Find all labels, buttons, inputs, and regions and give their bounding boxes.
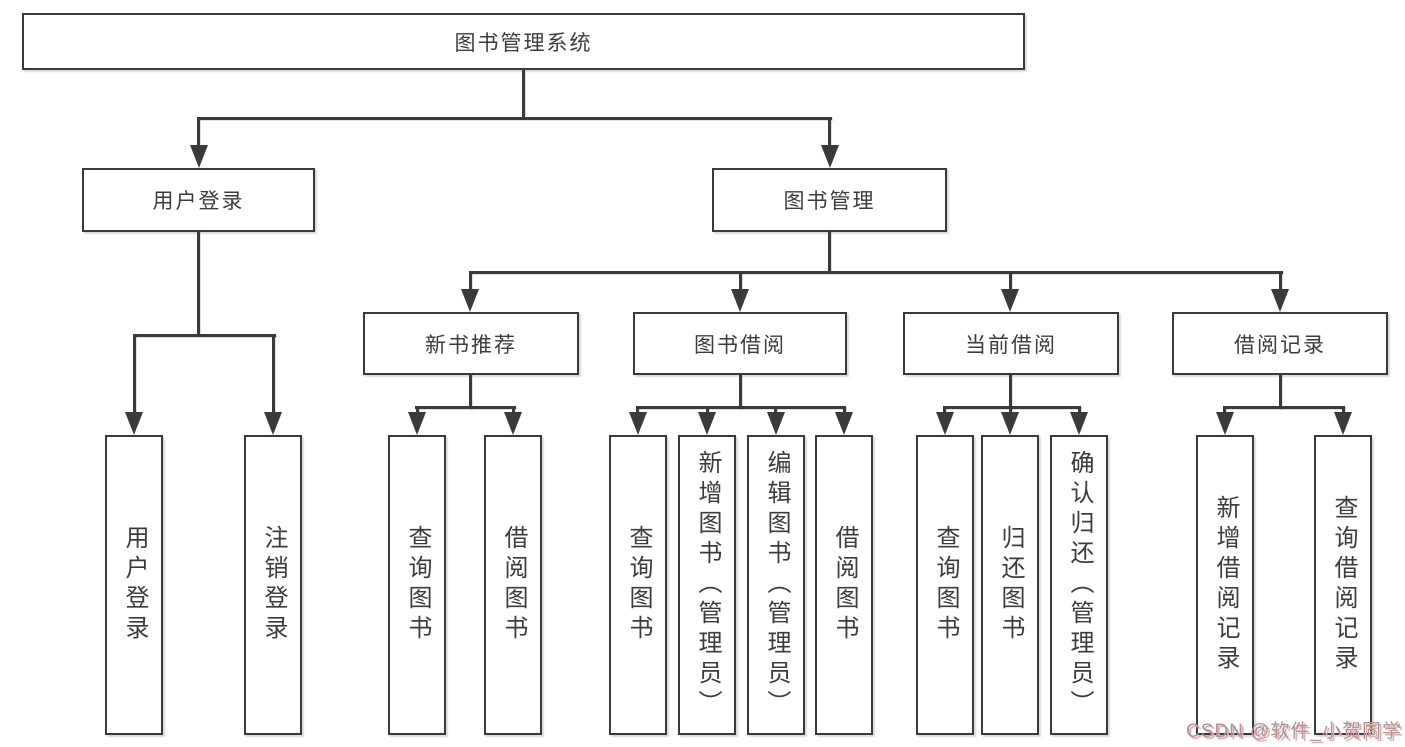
leaf-confirm-return-admin-label: 确认归还（管理员） xyxy=(1066,450,1093,720)
connector-stem xyxy=(522,70,525,119)
connector-branch xyxy=(636,406,846,409)
connector-stem xyxy=(197,230,200,336)
connector-drop xyxy=(706,406,709,416)
connector-stem xyxy=(739,373,742,409)
leaf-return-book: 归还图书 xyxy=(981,435,1039,735)
node-borrow-records: 借阅记录 xyxy=(1172,312,1388,375)
watermark: CSDN @软件_小贺同学 xyxy=(1186,721,1402,742)
connector-drop xyxy=(1279,271,1282,293)
connector-branch xyxy=(1223,406,1345,409)
leaf-query-books-recommend-label: 查询图书 xyxy=(404,525,431,645)
leaf-logout-label: 注销登录 xyxy=(260,525,287,645)
connector-drop xyxy=(1223,406,1226,416)
arrow-down-icon xyxy=(264,412,282,435)
arrow-down-icon xyxy=(504,412,522,435)
node-user-login-label: 用户登录 xyxy=(152,190,245,213)
connector-drop xyxy=(1078,406,1081,416)
connector-drop xyxy=(133,334,136,416)
leaf-query-borrow-record-label: 查询借阅记录 xyxy=(1330,495,1357,675)
node-book-management-label: 图书管理 xyxy=(783,190,876,213)
connector-drop xyxy=(272,334,275,416)
leaf-query-books-recommend: 查询图书 xyxy=(388,435,446,735)
connector-branch xyxy=(197,117,832,120)
connector-drop xyxy=(1009,406,1012,416)
connector-drop xyxy=(843,406,846,416)
leaf-query-books-borrow-label: 查询图书 xyxy=(625,525,652,645)
arrow-down-icon xyxy=(698,412,716,435)
arrow-down-icon xyxy=(629,412,647,435)
leaf-add-borrow-record: 新增借阅记录 xyxy=(1196,435,1254,735)
node-root-system: 图书管理系统 xyxy=(22,13,1025,70)
node-book-management: 图书管理 xyxy=(712,168,947,232)
connector-drop xyxy=(1009,271,1012,293)
node-book-borrow: 图书借阅 xyxy=(633,312,847,375)
connector-branch xyxy=(415,406,516,409)
leaf-query-borrow-record: 查询借阅记录 xyxy=(1314,435,1372,735)
connector-drop xyxy=(943,406,946,416)
connector-stem xyxy=(1009,373,1012,409)
leaf-logout: 注销登录 xyxy=(244,435,302,735)
node-borrow-records-label: 借阅记录 xyxy=(1234,333,1326,357)
leaf-return-book-label: 归还图书 xyxy=(997,525,1024,645)
leaf-borrow-book-label: 借阅图书 xyxy=(831,525,858,645)
arrow-down-icon xyxy=(767,412,785,435)
leaf-user-login-label: 用户登录 xyxy=(121,525,148,645)
node-current-borrow-label: 当前借阅 xyxy=(965,333,1057,357)
leaf-query-books-current: 查询图书 xyxy=(916,435,974,735)
leaf-borrow-book: 借阅图书 xyxy=(815,435,873,735)
connector-stem xyxy=(1279,373,1282,409)
node-book-borrow-label: 图书借阅 xyxy=(694,333,786,357)
connector-stem xyxy=(828,230,831,273)
leaf-add-book-admin: 新增图书（管理员） xyxy=(678,435,736,735)
connector-drop xyxy=(828,117,831,149)
connector-drop xyxy=(197,117,200,149)
leaf-add-book-admin-label: 新增图书（管理员） xyxy=(694,450,721,720)
leaf-query-books-current-label: 查询图书 xyxy=(932,525,959,645)
arrow-down-icon xyxy=(408,412,426,435)
leaf-borrow-books-recommend: 借阅图书 xyxy=(484,435,542,735)
connector-drop xyxy=(774,406,777,416)
arrow-down-icon xyxy=(1001,412,1019,435)
leaf-edit-book-admin-label: 编辑图书（管理员） xyxy=(763,450,790,720)
connector-stem xyxy=(469,373,472,409)
connector-drop xyxy=(739,271,742,293)
node-new-book-recommend-label: 新书推荐 xyxy=(425,333,517,357)
connector-branch xyxy=(133,334,276,337)
connector-drop xyxy=(1342,406,1345,416)
arrow-down-icon xyxy=(190,145,208,168)
arrow-down-icon xyxy=(936,412,954,435)
leaf-borrow-books-recommend-label: 借阅图书 xyxy=(500,525,527,645)
connector-branch xyxy=(469,271,1283,274)
arrow-down-icon xyxy=(731,289,749,312)
arrow-down-icon xyxy=(461,289,479,312)
arrow-down-icon xyxy=(1271,289,1289,312)
node-new-book-recommend: 新书推荐 xyxy=(363,312,579,375)
leaf-add-borrow-record-label: 新增借阅记录 xyxy=(1212,495,1239,675)
connector-drop xyxy=(469,271,472,293)
arrow-down-icon xyxy=(835,412,853,435)
leaf-confirm-return-admin: 确认归还（管理员） xyxy=(1050,435,1108,735)
arrow-down-icon xyxy=(1070,412,1088,435)
node-current-borrow: 当前借阅 xyxy=(903,312,1119,375)
connector-drop xyxy=(416,406,419,416)
arrow-down-icon xyxy=(1216,412,1234,435)
node-user-login: 用户登录 xyxy=(82,168,315,232)
connector-branch xyxy=(943,406,1081,409)
arrow-down-icon xyxy=(1001,289,1019,312)
arrow-down-icon xyxy=(1334,412,1352,435)
leaf-user-login: 用户登录 xyxy=(105,435,163,735)
arrow-down-icon xyxy=(821,145,839,168)
connector-drop xyxy=(512,406,515,416)
connector-drop xyxy=(636,406,639,416)
leaf-query-books-borrow: 查询图书 xyxy=(609,435,667,735)
leaf-edit-book-admin: 编辑图书（管理员） xyxy=(747,435,805,735)
arrow-down-icon xyxy=(125,412,143,435)
node-root-label: 图书管理系统 xyxy=(454,31,593,55)
